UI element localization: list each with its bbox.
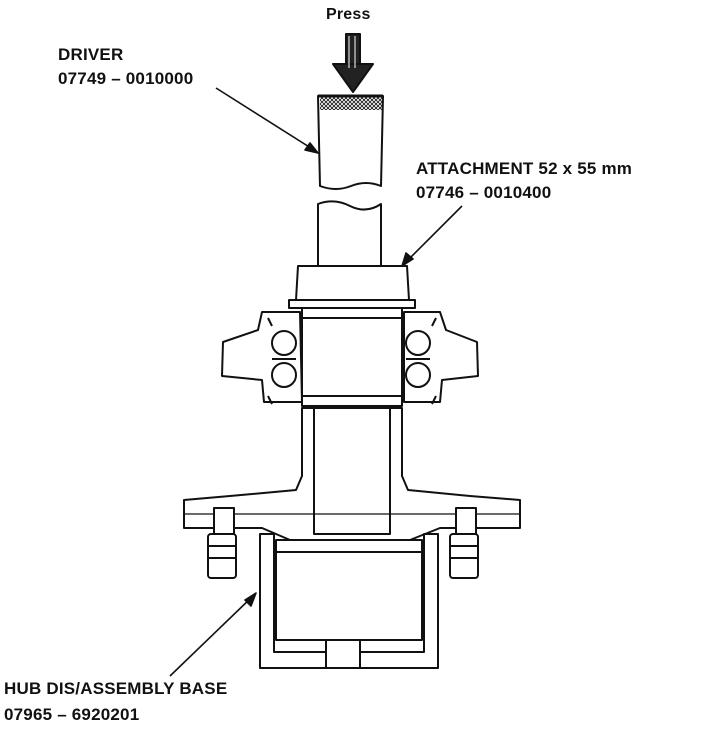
driver-tool (317, 94, 384, 190)
attachment-name-label: ATTACHMENT 52 x 55 mm (416, 159, 633, 178)
bearing-ball (271, 362, 297, 388)
driver-part-number: 07749 – 0010000 (58, 69, 194, 88)
leader-lines (169, 87, 463, 677)
base-part-number: 07965 – 6920201 (4, 705, 140, 724)
driver-name-label: DRIVER (58, 45, 124, 64)
press-arrow-icon (332, 33, 374, 93)
wheel-stud-right (449, 507, 479, 579)
wheel-hub (183, 407, 521, 541)
press-label: Press (326, 6, 371, 23)
bearing-ball (271, 330, 297, 356)
attachment-tool (288, 200, 416, 309)
knuckle-housing (221, 307, 479, 407)
bearing-ball (405, 330, 431, 356)
base-name-label: HUB DIS/ASSEMBLY BASE (4, 679, 228, 698)
bearing-ball (405, 362, 431, 388)
assembly-base (259, 533, 439, 669)
attachment-part-number: 07746 – 0010400 (416, 183, 552, 202)
wheel-stud-left (207, 507, 237, 579)
